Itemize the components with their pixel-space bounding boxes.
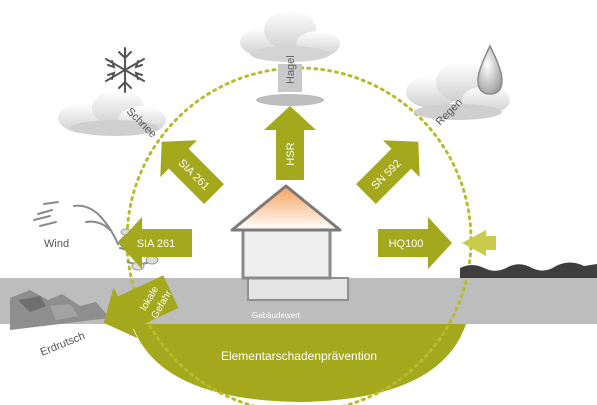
gebaeudewert-label: Gebäudewert	[252, 311, 301, 320]
landslide-icon	[10, 290, 110, 330]
norm-label-sia261-wind: SIA 261	[137, 238, 176, 250]
footer-arc	[132, 324, 466, 402]
norm-label-hsr: HSR	[285, 142, 297, 165]
house-icon	[241, 226, 332, 280]
arrow-lokale-gefahr	[103, 275, 179, 339]
roof	[230, 184, 342, 232]
arrow-sia261-snow: SIA 261	[160, 140, 224, 204]
norm-label-hq100: HQ100	[389, 238, 424, 250]
hazard-label-erdrutsch: Erdrutsch	[39, 330, 87, 359]
house-foundation	[247, 277, 349, 301]
snowflake-icon	[105, 47, 145, 93]
arrow-hochwasser-incoming	[462, 230, 496, 256]
hazard-label-hagel: Hagel	[285, 55, 297, 84]
hazard-label-hochwasser: Hochwasser	[488, 238, 549, 250]
snow-cloud	[58, 90, 166, 136]
hazard-label-wind: Wind	[44, 238, 69, 250]
hail-cloud-icon	[240, 10, 340, 106]
water-waves-icon	[460, 262, 597, 278]
arrow-hsr: HSR	[264, 106, 316, 180]
footer-label: Elementarschadenprävention	[221, 349, 377, 363]
arrow-sia261-wind	[118, 217, 192, 269]
cloud-icon	[406, 62, 510, 120]
rain-drop-icon	[477, 44, 503, 95]
arrow-hq100	[378, 217, 452, 269]
arrow-sn592: SN 592	[356, 140, 420, 204]
